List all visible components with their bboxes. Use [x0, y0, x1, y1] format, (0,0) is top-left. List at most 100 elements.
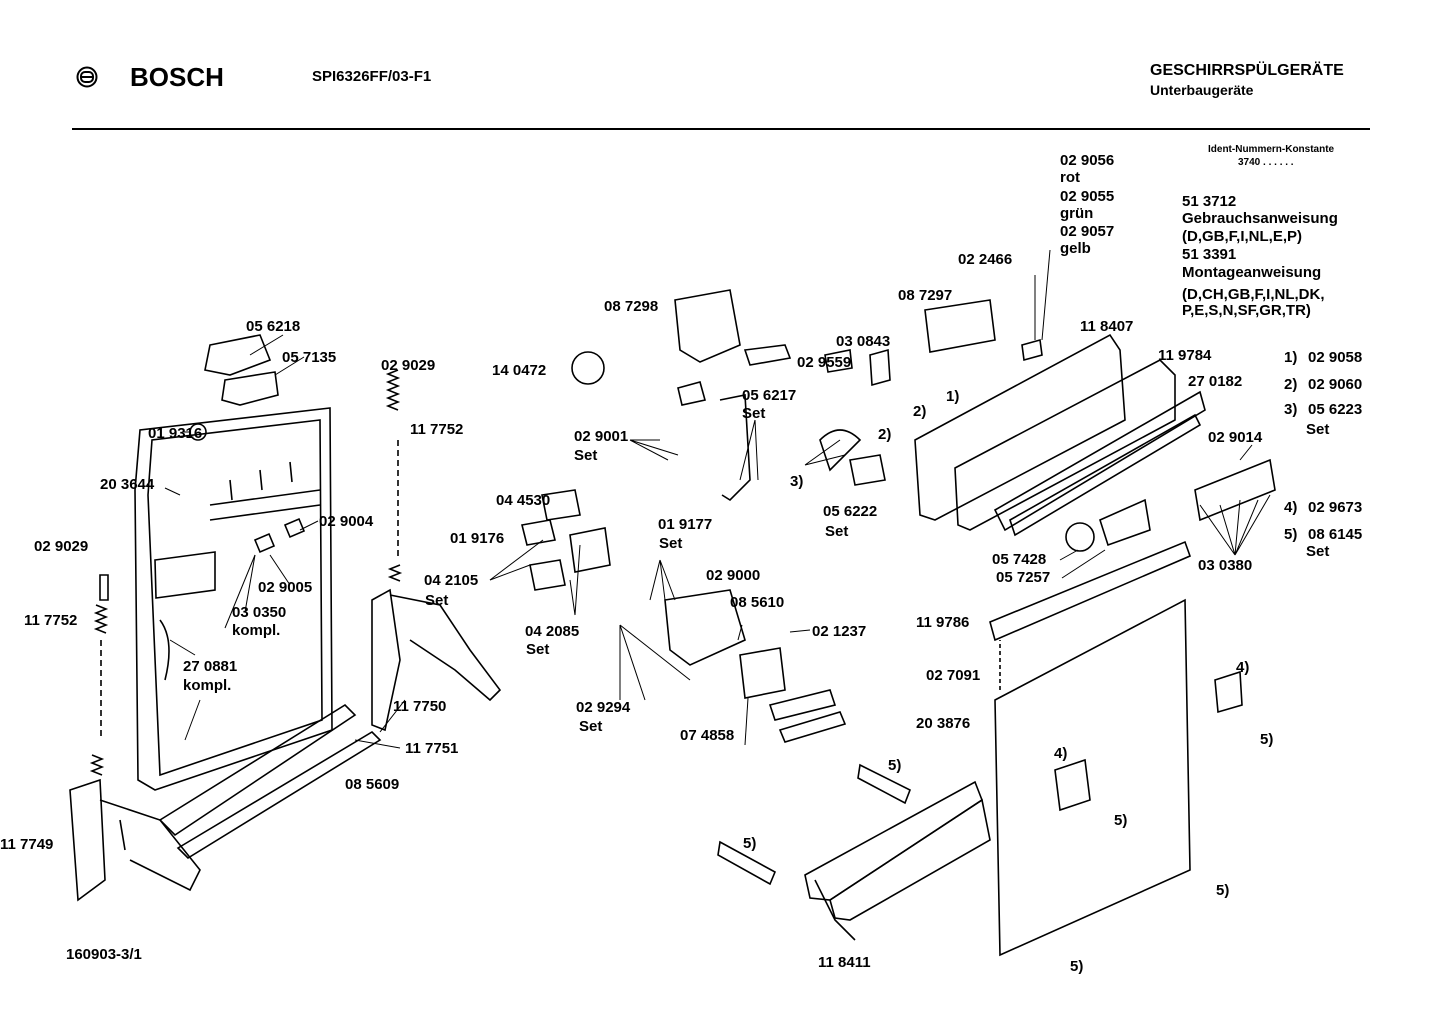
footnote-part: 02 9673 — [1308, 499, 1363, 516]
part-label: Set — [526, 641, 550, 658]
part-label: Set — [742, 405, 766, 422]
part-label: 02 1237 — [812, 623, 867, 640]
footnote-key: 2) — [1284, 376, 1298, 393]
part-label: 02 9004 — [319, 513, 374, 530]
part-label: 04 2085 — [525, 623, 580, 640]
footnote-part: 08 6145 — [1308, 526, 1363, 543]
part-label: rot — [1060, 169, 1080, 186]
part-label: 05 7257 — [996, 569, 1051, 586]
footnote-key: 3) — [1284, 401, 1298, 418]
manual-name: Gebrauchsanweisung — [1182, 210, 1338, 227]
part-label: 11 9784 — [1158, 347, 1212, 364]
part-label: 07 4858 — [680, 727, 735, 744]
part-label: 02 9029 — [381, 357, 436, 374]
manual-langs: (D,CH,GB,F,I,NL,DK, — [1182, 286, 1325, 303]
part-label: 02 9055 — [1060, 188, 1115, 205]
ref-marker: 2) — [913, 403, 927, 420]
ref-marker: 2) — [878, 426, 892, 443]
part-label: Set — [425, 592, 449, 609]
part-label: 08 5610 — [730, 594, 785, 611]
ref-marker: 5) — [888, 757, 902, 774]
part-label: kompl. — [232, 622, 281, 639]
part-label: 05 6217 — [742, 387, 797, 404]
center-electrical-parts — [521, 289, 1043, 743]
footnote-part: 02 9060 — [1308, 376, 1363, 393]
part-label: 11 7751 — [405, 740, 459, 757]
footnote-key: 5) — [1284, 526, 1298, 543]
part-label: 05 7428 — [992, 551, 1047, 568]
part-label: 02 9057 — [1060, 223, 1115, 240]
ref-marker: 5) — [743, 835, 757, 852]
part-label: 14 0472 — [492, 362, 547, 379]
footnote-note: Set — [1306, 421, 1330, 438]
manual-number: 51 3712 — [1182, 193, 1237, 210]
ref-marker: 1) — [946, 388, 960, 405]
manual-langs: (D,GB,F,I,NL,E,P) — [1182, 228, 1302, 245]
sheet-number: 160903-3/1 — [66, 946, 142, 963]
part-label: Set — [574, 447, 598, 464]
part-label: 04 2105 — [424, 572, 479, 589]
bosch-logo-icon — [76, 66, 98, 88]
model-number: SPI6326FF/03-F1 — [312, 68, 432, 85]
door-inner-panel — [134, 407, 333, 791]
category-title: GESCHIRRSPÜLGERÄTE — [1150, 62, 1344, 79]
hinge-spring-left — [89, 574, 109, 776]
footnote-note: Set — [1306, 543, 1330, 560]
part-label: 01 9177 — [658, 516, 713, 533]
lock-parts — [159, 334, 306, 681]
part-label: Set — [579, 718, 603, 735]
manual-name: Montageanweisung — [1182, 264, 1322, 281]
part-label: 04 4530 — [496, 492, 551, 509]
part-label: 02 9001 — [574, 428, 629, 445]
manual-langs: P,E,S,N,SF,GR,TR) — [1182, 302, 1311, 319]
part-label: Set — [659, 535, 683, 552]
part-label: 02 7091 — [926, 667, 981, 684]
part-label: 02 9005 — [258, 579, 313, 596]
part-label: 02 9000 — [706, 567, 761, 584]
part-label: 03 0380 — [1198, 557, 1253, 574]
footnote-key: 4) — [1284, 499, 1298, 516]
part-label: 11 8411 — [818, 954, 871, 971]
part-label: 02 9014 — [1208, 429, 1263, 446]
hinge-arm-left — [69, 778, 201, 902]
subcategory-title: Unterbaugeräte — [1150, 82, 1254, 98]
part-label: gelb — [1060, 240, 1091, 257]
part-label: 08 7297 — [898, 287, 953, 304]
manual-number: 51 3391 — [1182, 246, 1237, 263]
ref-marker: 5) — [1070, 958, 1084, 975]
hinge-spring-right — [371, 369, 502, 732]
footnote-part: 02 9058 — [1308, 349, 1363, 366]
part-label: 02 9559 — [797, 354, 852, 371]
part-label: 20 3876 — [916, 715, 971, 732]
part-label: 11 8407 — [1080, 318, 1134, 335]
part-label: 08 7298 — [604, 298, 659, 315]
part-label: 02 2466 — [958, 251, 1013, 268]
ident-title: Ident-Nummern-Konstante — [1208, 144, 1335, 155]
part-label: 02 9294 — [576, 699, 631, 716]
part-label: 11 7752 — [24, 612, 78, 629]
part-label: 27 0182 — [1188, 373, 1243, 390]
control-panel — [914, 333, 1276, 642]
ref-marker: 4) — [1054, 745, 1068, 762]
ref-marker: 4) — [1236, 659, 1250, 676]
part-label: 02 9029 — [34, 538, 89, 555]
ref-marker: 3) — [790, 473, 804, 490]
part-label: 05 7135 — [282, 349, 337, 366]
bottom-rails — [158, 703, 382, 860]
part-label: 11 7752 — [410, 421, 464, 438]
ident-code: 3740 . . . . . . — [1238, 157, 1294, 168]
part-label: 08 5609 — [345, 776, 400, 793]
part-label: 11 7749 — [0, 836, 54, 853]
footnote-part: 05 6223 — [1308, 401, 1363, 418]
part-label: grün — [1060, 205, 1094, 222]
ref-marker: 5) — [1260, 731, 1274, 748]
ref-marker: 5) — [1114, 812, 1128, 829]
part-label: 01 9316 — [148, 425, 203, 442]
part-label: kompl. — [183, 677, 232, 694]
header-rule — [72, 128, 1370, 130]
ref-marker: 5) — [1216, 882, 1230, 899]
part-label: 03 0350 — [232, 604, 287, 621]
part-label: 27 0881 — [183, 658, 238, 675]
part-label: 02 9056 — [1060, 152, 1115, 169]
